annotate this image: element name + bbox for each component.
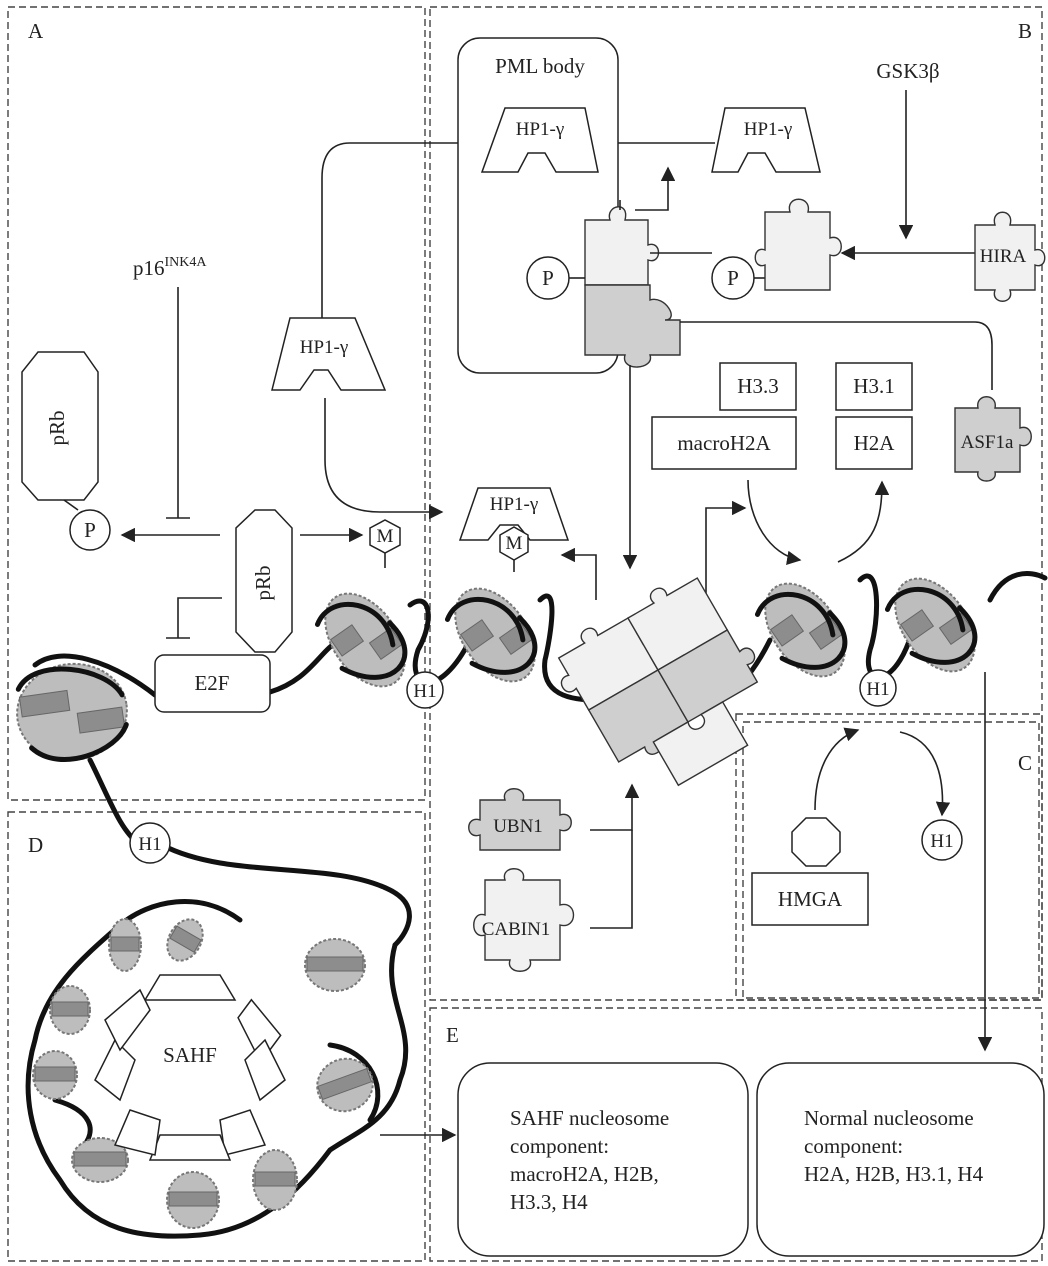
hmga-box (751, 872, 869, 926)
h1-circle-b2 (859, 669, 897, 707)
hp1-gamma-chromatin-shape (458, 487, 570, 541)
ubn1-puzzle (468, 788, 572, 851)
panel-label-a: A (28, 19, 44, 43)
hp1-gamma-free-shape (711, 107, 821, 173)
sahf-hp1-ring (94, 974, 286, 1161)
hp1-gamma-pml-shape (480, 107, 599, 173)
h2a-label: H2A (854, 431, 896, 455)
sahf-label: SAHF (163, 1043, 217, 1067)
hp1-gamma-pml-label: HP1-γ (516, 119, 565, 140)
sahf-box-line2: component: (510, 1134, 609, 1158)
hp1-gamma-free-label: HP1-γ (744, 119, 793, 140)
h33-label: H3.3 (737, 374, 778, 398)
panel-d-frame (7, 811, 426, 1262)
hira-label: HIRA (980, 246, 1027, 267)
nucleosomes (15, 577, 978, 762)
gsk3b-label: GSK3β (876, 59, 939, 83)
h1-label-c: H1 (930, 831, 953, 852)
nucleosome (884, 577, 978, 673)
nucleosome (754, 582, 848, 678)
hmga-octagon (791, 817, 841, 867)
pml-body-label: PML body (495, 54, 585, 78)
methyl-m-label: M (377, 526, 394, 547)
nucleosome (15, 662, 129, 762)
e2f-label: E2F (194, 671, 229, 695)
panel-d: H1 SAHF (25, 822, 457, 1239)
macroh2a-box (651, 416, 797, 470)
hira-complex-chromatin (557, 577, 759, 787)
phospho-p-circle (69, 509, 111, 551)
hp1-gamma-chromatin-label: HP1-γ (490, 494, 539, 515)
sahf-nucleosomes (32, 918, 374, 1229)
h1-label-d: H1 (138, 834, 161, 855)
hp1-gamma-shape (271, 317, 387, 391)
prb-phospho-shape (21, 351, 99, 501)
prb2-label: pRb (251, 565, 275, 600)
panel-label-b: B (1018, 19, 1032, 43)
sahf-box-line3: macroH2A, H2B, (510, 1162, 659, 1186)
h1-circle-b1 (406, 671, 444, 709)
panel-c: HMGA H1 (751, 727, 963, 926)
panel-e: SAHF nucleosome component: macroH2A, H2B… (457, 1062, 1045, 1257)
normal-box-line2: component: (804, 1134, 903, 1158)
panel-a: p16INK4A pRb P pRb E2F M HP1-γ (21, 142, 715, 713)
sahf-box-line1: SAHF nucleosome (510, 1106, 669, 1130)
p-label-hira: P (727, 266, 739, 290)
cabin1-puzzle (473, 868, 575, 972)
cabin1-label: CABIN1 (482, 919, 551, 940)
prb-shape (235, 509, 293, 653)
normal-nucleosome-box (756, 1062, 1045, 1257)
p16-label: p16INK4A (133, 255, 207, 280)
h31-box (835, 362, 913, 411)
h33-box (719, 362, 797, 411)
methyl-m-hexagon-b (499, 526, 529, 561)
h1-circle-d (129, 822, 171, 864)
prb-label: pRb (45, 410, 69, 445)
sahf-box-line4: H3.3, H4 (510, 1190, 588, 1214)
h1-label-b1: H1 (413, 681, 436, 702)
panel-label-c: C (1018, 751, 1032, 775)
h1-label-b2: H1 (866, 679, 889, 700)
e2f-box (154, 654, 271, 713)
methyl-m-label-b: M (506, 533, 523, 554)
normal-box-line1: Normal nucleosome (804, 1106, 974, 1130)
panel-c-frame (735, 713, 1043, 1001)
p-label-pml: P (542, 266, 554, 290)
sahf-nucleosome-box (457, 1062, 749, 1257)
asf1a-puzzle (954, 396, 1032, 482)
nucleosome (314, 592, 408, 688)
asf1a-label: ASF1a (961, 432, 1014, 453)
hira-phospho-puzzle (754, 198, 842, 291)
h1-circle-c (921, 819, 963, 861)
ubn1-label: UBN1 (493, 816, 543, 837)
hira-puzzle (974, 211, 1046, 302)
h31-label: H3.1 (853, 374, 894, 398)
h2a-box (835, 416, 913, 470)
hp1-gamma-label: HP1-γ (300, 337, 349, 358)
panel-b: PML body HP1-γ HP1-γ GSK3β P P HIRA (406, 37, 1046, 1052)
phospho-p-label: P (84, 518, 96, 542)
panel-label-d: D (28, 833, 43, 857)
nucleosome (444, 587, 538, 683)
hmga-label: HMGA (778, 887, 843, 911)
macroh2a-label: macroH2A (677, 431, 771, 455)
normal-box-line3: H2A, H2B, H3.1, H4 (804, 1162, 984, 1186)
panel-c-inner-frame (742, 721, 1040, 999)
methyl-m-hexagon (369, 519, 401, 554)
panel-label-e: E (446, 1023, 459, 1047)
chromatin-fiber (32, 570, 1048, 948)
hira-asf1a-complex-pml (584, 206, 681, 368)
